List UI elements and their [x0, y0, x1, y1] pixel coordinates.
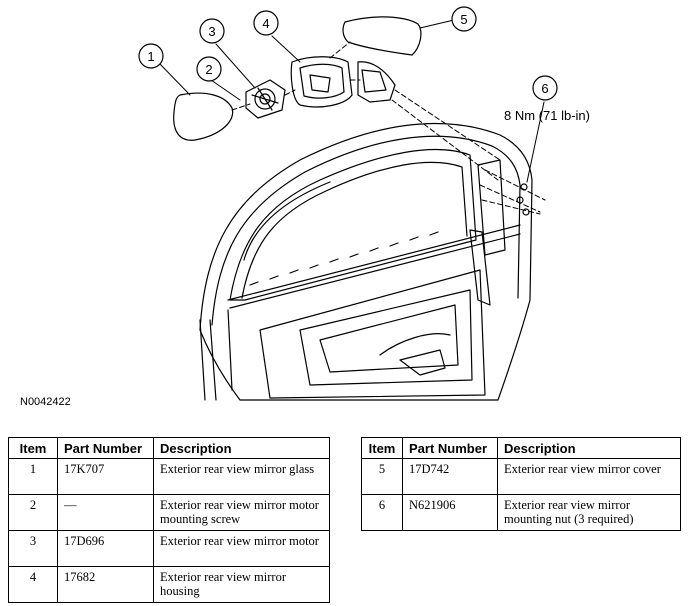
item-cell: 3 — [8, 530, 58, 567]
callout-3-label: 3 — [208, 24, 215, 39]
item-cell: 2 — [8, 494, 58, 531]
callout-5: 5 — [451, 6, 477, 32]
part-number-cell: 17D696 — [57, 530, 154, 567]
parts-table-right: Item Part Number Description 5 17D742 Ex… — [361, 437, 681, 531]
callout-4-label: 4 — [262, 16, 269, 31]
callout-3: 3 — [199, 18, 225, 44]
parts-table-left: Item Part Number Description 1 17K707 Ex… — [8, 437, 330, 603]
callout-1: 1 — [138, 43, 164, 69]
table-row: 2 — Exterior rear view mirror motor moun… — [8, 494, 330, 531]
callout-1-label: 1 — [147, 49, 154, 64]
item-cell: 6 — [361, 494, 403, 531]
table-row: 5 17D742 Exterior rear view mirror cover — [361, 458, 681, 495]
item-cell: 1 — [8, 458, 58, 495]
header-part-number: Part Number — [57, 437, 154, 459]
item-cell: 5 — [361, 458, 403, 495]
exploded-view-diagram: 1 2 3 4 5 6 8 Nm (71 lb-in) — [138, 6, 590, 401]
table-row: 6 N621906 Exterior rear view mirror moun… — [361, 494, 681, 531]
table-header-row: Item Part Number Description — [8, 437, 330, 459]
mirror-glass-part — [173, 92, 234, 141]
part-number-cell: 17682 — [57, 566, 154, 603]
description-cell: Exterior rear view mirror mounting nut (… — [497, 494, 681, 531]
header-description: Description — [497, 437, 681, 459]
item-cell: 4 — [8, 566, 58, 603]
description-cell: Exterior rear view mirror motor — [153, 530, 330, 567]
header-part-number: Part Number — [402, 437, 498, 459]
description-cell: Exterior rear view mirror housing — [153, 566, 330, 603]
mirror-motor-part — [245, 79, 286, 119]
part-number-cell: 17D742 — [402, 458, 498, 495]
callout-2: 2 — [196, 56, 222, 82]
header-item: Item — [361, 437, 403, 459]
description-cell: Exterior rear view mirror motor mounting… — [153, 494, 330, 531]
part-number-cell: — — [57, 494, 154, 531]
mirror-sail-part — [357, 61, 396, 103]
torque-spec: 8 Nm (71 lb-in) — [504, 108, 590, 123]
table-row: 3 17D696 Exterior rear view mirror motor — [8, 530, 330, 567]
description-cell: Exterior rear view mirror glass — [153, 458, 330, 495]
description-cell: Exterior rear view mirror cover — [497, 458, 681, 495]
table-row: 1 17K707 Exterior rear view mirror glass — [8, 458, 330, 495]
mirror-cover-part — [342, 16, 422, 56]
callout-2-label: 2 — [205, 62, 212, 77]
table-header-row: Item Part Number Description — [361, 437, 681, 459]
header-description: Description — [153, 437, 330, 459]
figure-id: N0042422 — [20, 396, 71, 408]
door-assembly — [199, 122, 533, 401]
part-number-cell: N621906 — [402, 494, 498, 531]
table-row: 4 17682 Exterior rear view mirror housin… — [8, 566, 330, 603]
callout-6-label: 6 — [541, 81, 548, 96]
callout-6: 6 — [532, 75, 558, 101]
callout-5-label: 5 — [460, 12, 467, 27]
callout-4: 4 — [253, 10, 279, 36]
part-number-cell: 17K707 — [57, 458, 154, 495]
header-item: Item — [8, 437, 58, 459]
mirror-housing-part — [290, 56, 353, 108]
